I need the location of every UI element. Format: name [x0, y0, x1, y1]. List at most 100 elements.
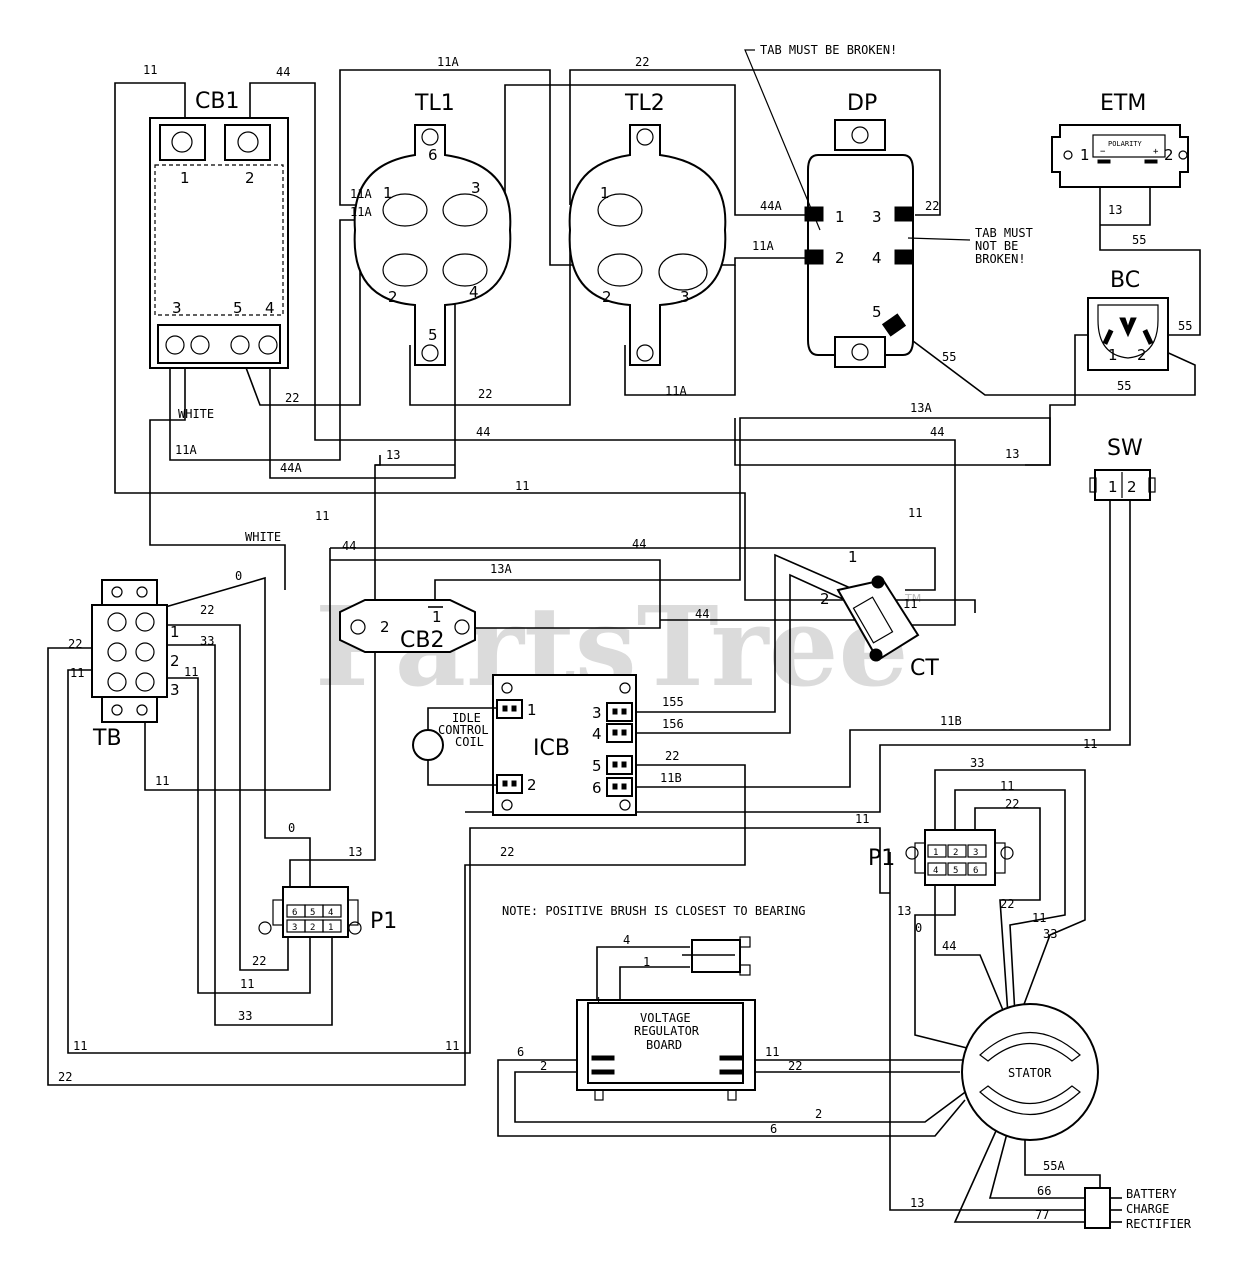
cb1-pin: 3: [172, 299, 182, 317]
bc-pin: 1: [1108, 346, 1118, 364]
wire-label: 22: [200, 603, 214, 617]
tl1-pin: 6: [428, 146, 438, 164]
notes: TAB MUST BE BROKEN! TAB MUST NOT BE BROK…: [502, 43, 1033, 918]
p1-right-pin: 4: [933, 866, 938, 876]
ct-pin: 1: [848, 548, 858, 566]
wire-label: 11: [908, 506, 922, 520]
wire-label: 6: [770, 1122, 777, 1136]
p1-left-label: P1: [370, 909, 397, 934]
wire-label: 44: [476, 425, 490, 439]
wire-label: 1: [643, 955, 650, 969]
wire-label: 4: [623, 933, 630, 947]
tl1-label: TL1: [414, 91, 455, 116]
wire-label: 0: [915, 921, 922, 935]
twist-lock-tl1: TL1 6 1 3 2 4 5: [353, 91, 512, 366]
wire-label: 22: [285, 391, 299, 405]
stator: STATOR: [961, 1003, 1099, 1141]
icb-pin: 4: [592, 725, 602, 743]
rectifier-label-line: CHARGE: [1126, 1202, 1169, 1216]
p1-right-pin: 2: [953, 848, 958, 858]
wire-label: 11A: [752, 239, 774, 253]
etm-plus: +: [1153, 147, 1159, 157]
dp-pin: 1: [835, 208, 845, 226]
wire-label: 11: [515, 479, 529, 493]
ct-pin: 2: [820, 590, 830, 608]
p1-right-pin: 6: [973, 866, 978, 876]
connector-p1-left: P1 6 5 4 3 2 1: [258, 886, 397, 938]
icb-pin: 5: [592, 757, 602, 775]
icb-pin: 1: [527, 701, 537, 719]
p1-left-pin: 6: [292, 908, 297, 918]
rectifier-label-line: BATTERY: [1126, 1187, 1177, 1201]
wire-label: 22: [788, 1059, 802, 1073]
dp-pin: 4: [872, 249, 882, 267]
terminal-block-tb: TB 1 2 3: [91, 579, 180, 751]
wire-label: 13: [386, 448, 400, 462]
icb-pin: 2: [527, 776, 537, 794]
wire-label: 11: [155, 774, 169, 788]
sw-pin: 1: [1108, 478, 1118, 496]
battery-charge-receptacle-bc: BC 1 2: [1087, 268, 1169, 371]
wire-label: 66: [1037, 1184, 1051, 1198]
wire-label: 55A: [1043, 1159, 1065, 1173]
dp-pin: 2: [835, 249, 845, 267]
vrb-label-line: VOLTAGE: [640, 1011, 691, 1025]
wire-label: 13: [1108, 203, 1122, 217]
wire-label: 11: [445, 1039, 459, 1053]
wire-label: 22: [1005, 797, 1019, 811]
p1-right-label: P1: [868, 846, 895, 871]
wire-label: 22: [635, 55, 649, 69]
note-tab-not-broken-line: NOT BE: [975, 239, 1018, 253]
wire-label: 11A: [350, 205, 372, 219]
idle-control-board-icb: ICB 1 2 3 4 5 6: [492, 674, 637, 816]
wire-label: 44: [632, 537, 646, 551]
wire-label: 11: [903, 597, 917, 611]
wire-label: 13: [897, 904, 911, 918]
icb-pin: 3: [592, 704, 602, 722]
tl1-pin: 3: [471, 179, 481, 197]
wire-label: 44A: [760, 199, 782, 213]
wire-label: 22: [58, 1070, 72, 1084]
wire-label: 6: [517, 1045, 524, 1059]
wire-label: 13: [1005, 447, 1019, 461]
wire-label: 11B: [660, 771, 682, 785]
tl1-pin: 5: [428, 326, 438, 344]
wire-label: 55: [942, 350, 956, 364]
tb-pin: 2: [170, 652, 180, 670]
cb1-pin: 5: [233, 299, 243, 317]
wire-label: 2: [815, 1107, 822, 1121]
etm-pin: 1: [1080, 146, 1090, 164]
wire-label: 13: [348, 845, 362, 859]
tb-pin: 3: [170, 681, 180, 699]
battery-charge-rectifier: BATTERY CHARGE RECTIFIER: [1084, 1187, 1192, 1231]
voltage-regulator-board: + − VOLTAGE REGULATOR BOARD: [576, 993, 756, 1101]
tb-label: TB: [92, 726, 122, 751]
wire-labels: 11 44 11A 22 11A 11A 44A 11A 22 55 55 55…: [58, 55, 1192, 1222]
wire-label: 33: [238, 1009, 252, 1023]
wire-label: 11: [240, 977, 254, 991]
breaker-cb2: CB2 2 1: [339, 599, 476, 653]
cb1-pin: 1: [180, 169, 190, 187]
wire-label: 55: [1117, 379, 1131, 393]
wire-label: 44: [930, 425, 944, 439]
wire-label: 33: [970, 756, 984, 770]
wire-label: WHITE: [178, 407, 214, 421]
switch-sw: SW 1 2: [1089, 436, 1156, 501]
tl1-pin: 4: [469, 283, 479, 301]
wire-label: 11: [143, 63, 157, 77]
vrb-label-line: REGULATOR: [634, 1024, 700, 1038]
rectifier-label-line: RECTIFIER: [1126, 1217, 1192, 1231]
brush-connector: [682, 936, 751, 976]
p1-left-pin: 4: [328, 908, 333, 918]
cb2-pin: 2: [380, 618, 390, 636]
p1-left-pin: 3: [292, 923, 297, 933]
sw-pin: 2: [1127, 478, 1137, 496]
current-transformer-ct: CT 1 2: [820, 548, 939, 681]
wire-label: 11: [315, 509, 329, 523]
wire-label: 44: [942, 939, 956, 953]
wire-label: 22: [252, 954, 266, 968]
hour-meter-etm: POLARITY − + ETM 1 2: [1051, 91, 1189, 188]
vrb-label-line: BOARD: [646, 1038, 682, 1052]
dp-label: DP: [847, 91, 877, 116]
wire-label: 0: [235, 569, 242, 583]
